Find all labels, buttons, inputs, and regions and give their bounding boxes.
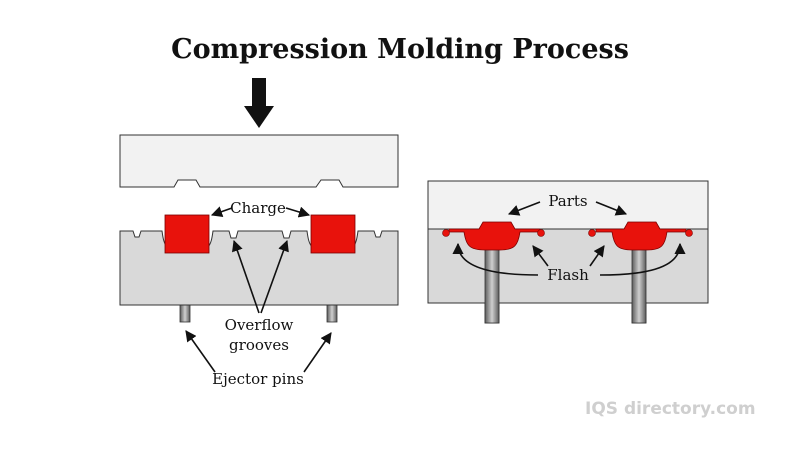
label-ejector-pins: Ejector pins (212, 370, 304, 388)
ejector-pin-right-2-front (631, 247, 647, 324)
flash-bead-3 (588, 229, 596, 237)
molded-part-left (448, 221, 541, 251)
arrow-ejector-left (185, 330, 216, 373)
arrow-parts-left (507, 201, 541, 216)
ejector-pin-right-1-front (484, 247, 500, 324)
diagram-title: Compression Molding Process (171, 34, 629, 65)
right-mold-assembly (427, 180, 709, 324)
arrow-flash-2 (532, 245, 549, 267)
arrow-charge-left (210, 206, 233, 217)
arrow-flash-3 (589, 245, 605, 267)
arrow-parts-right (595, 201, 628, 216)
label-overflow-line2: grooves (229, 336, 289, 354)
charge-right (310, 214, 356, 254)
arrow-flash-1 (452, 242, 539, 276)
left-mold-assembly (119, 134, 399, 323)
flash-bead-4 (685, 229, 693, 237)
arrow-ejector-right (303, 332, 332, 373)
flash-bead-1 (442, 229, 450, 237)
label-flash: Flash (547, 266, 589, 284)
arrow-charge-right (285, 206, 311, 218)
upper-mold-closed (427, 180, 709, 230)
charge-left (164, 214, 210, 254)
arrow-flash-4 (599, 242, 686, 276)
watermark: IQS directory.com (585, 399, 756, 419)
upper-mold-half (119, 134, 399, 188)
label-parts: Parts (548, 192, 587, 210)
flash-bead-2 (537, 229, 545, 237)
label-overflow-line1: Overflow (225, 316, 294, 334)
lower-mold-half (119, 230, 399, 306)
press-force-arrow (244, 78, 274, 128)
arrow-overflow-right (260, 239, 289, 314)
molded-part-right (595, 221, 687, 251)
arrow-overflow-left (232, 239, 260, 314)
label-charge: Charge (230, 199, 286, 217)
